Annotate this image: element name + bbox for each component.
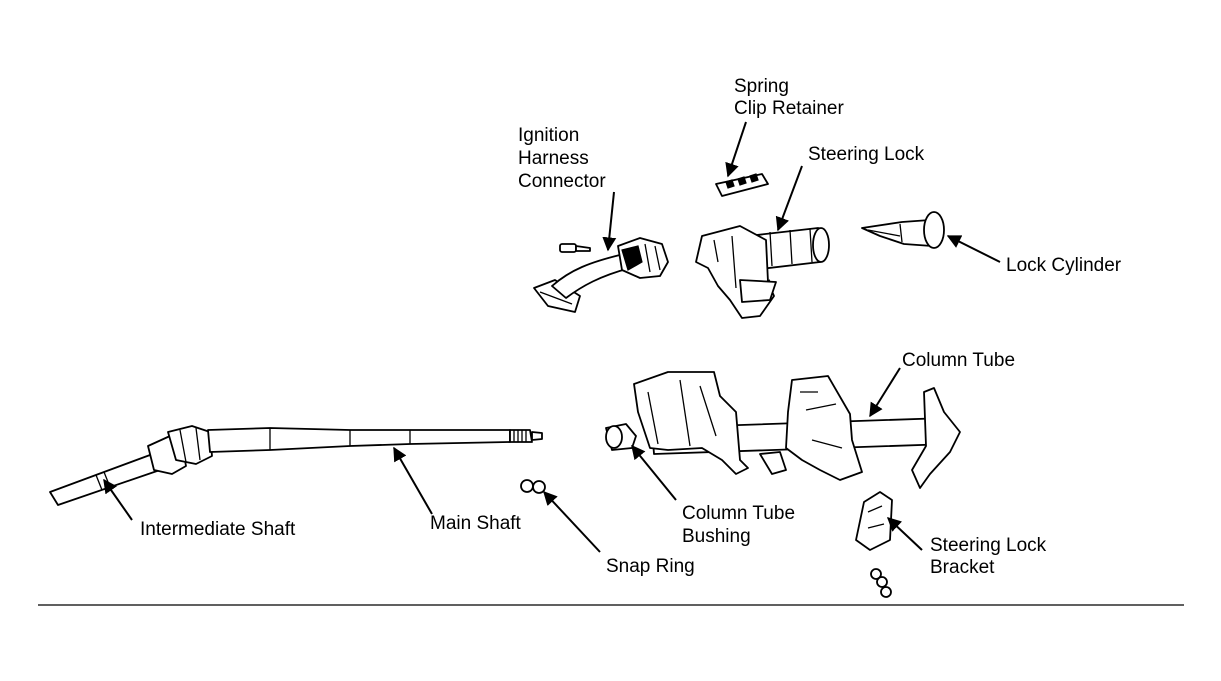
steering-lock-bracket-part — [855, 491, 893, 598]
leader-spring-clip — [725, 121, 747, 178]
leader-column-tube-bushing — [631, 444, 677, 501]
label-column-tube-bushing: Column Tube Bushing — [682, 503, 800, 547]
label-column-tube: Column Tube — [902, 350, 1015, 371]
label-steering-lock-bracket: Steering Lock Bracket — [930, 535, 1051, 578]
spring-clip-retainer-part — [715, 173, 769, 197]
label-steering-lock: Steering Lock — [808, 144, 925, 165]
ignition-harness-connector-part — [533, 237, 669, 313]
leader-column-tube — [869, 367, 901, 418]
intermediate-shaft-part — [49, 425, 213, 506]
lock-cylinder-part — [861, 211, 945, 249]
label-ignition-harness-connector: Ignition Harness Connector — [518, 125, 606, 192]
leader-intermediate-shaft — [103, 478, 133, 521]
column-tube-part — [633, 371, 961, 489]
leader-snap-ring — [543, 490, 601, 553]
label-spring-clip-retainer: Spring Clip Retainer — [734, 76, 844, 119]
leader-lock-cylinder — [946, 235, 1001, 263]
leader-steering-lock-bracket — [886, 517, 923, 551]
column-tube-bushing-part — [605, 423, 637, 451]
leader-steering-lock — [775, 165, 803, 232]
leader-main-shaft — [393, 446, 433, 515]
steering-lock-part — [695, 225, 830, 319]
main-shaft-part — [207, 427, 543, 453]
part-labels: Spring Clip Retainer Ignition Harness Co… — [140, 76, 1122, 578]
snap-ring-part — [520, 479, 546, 494]
label-snap-ring: Snap Ring — [606, 556, 695, 577]
label-intermediate-shaft: Intermediate Shaft — [140, 519, 296, 540]
leader-lines — [103, 121, 1001, 553]
leader-ignition-harness — [602, 191, 617, 252]
label-main-shaft: Main Shaft — [430, 513, 522, 534]
label-lock-cylinder: Lock Cylinder — [1006, 255, 1122, 276]
